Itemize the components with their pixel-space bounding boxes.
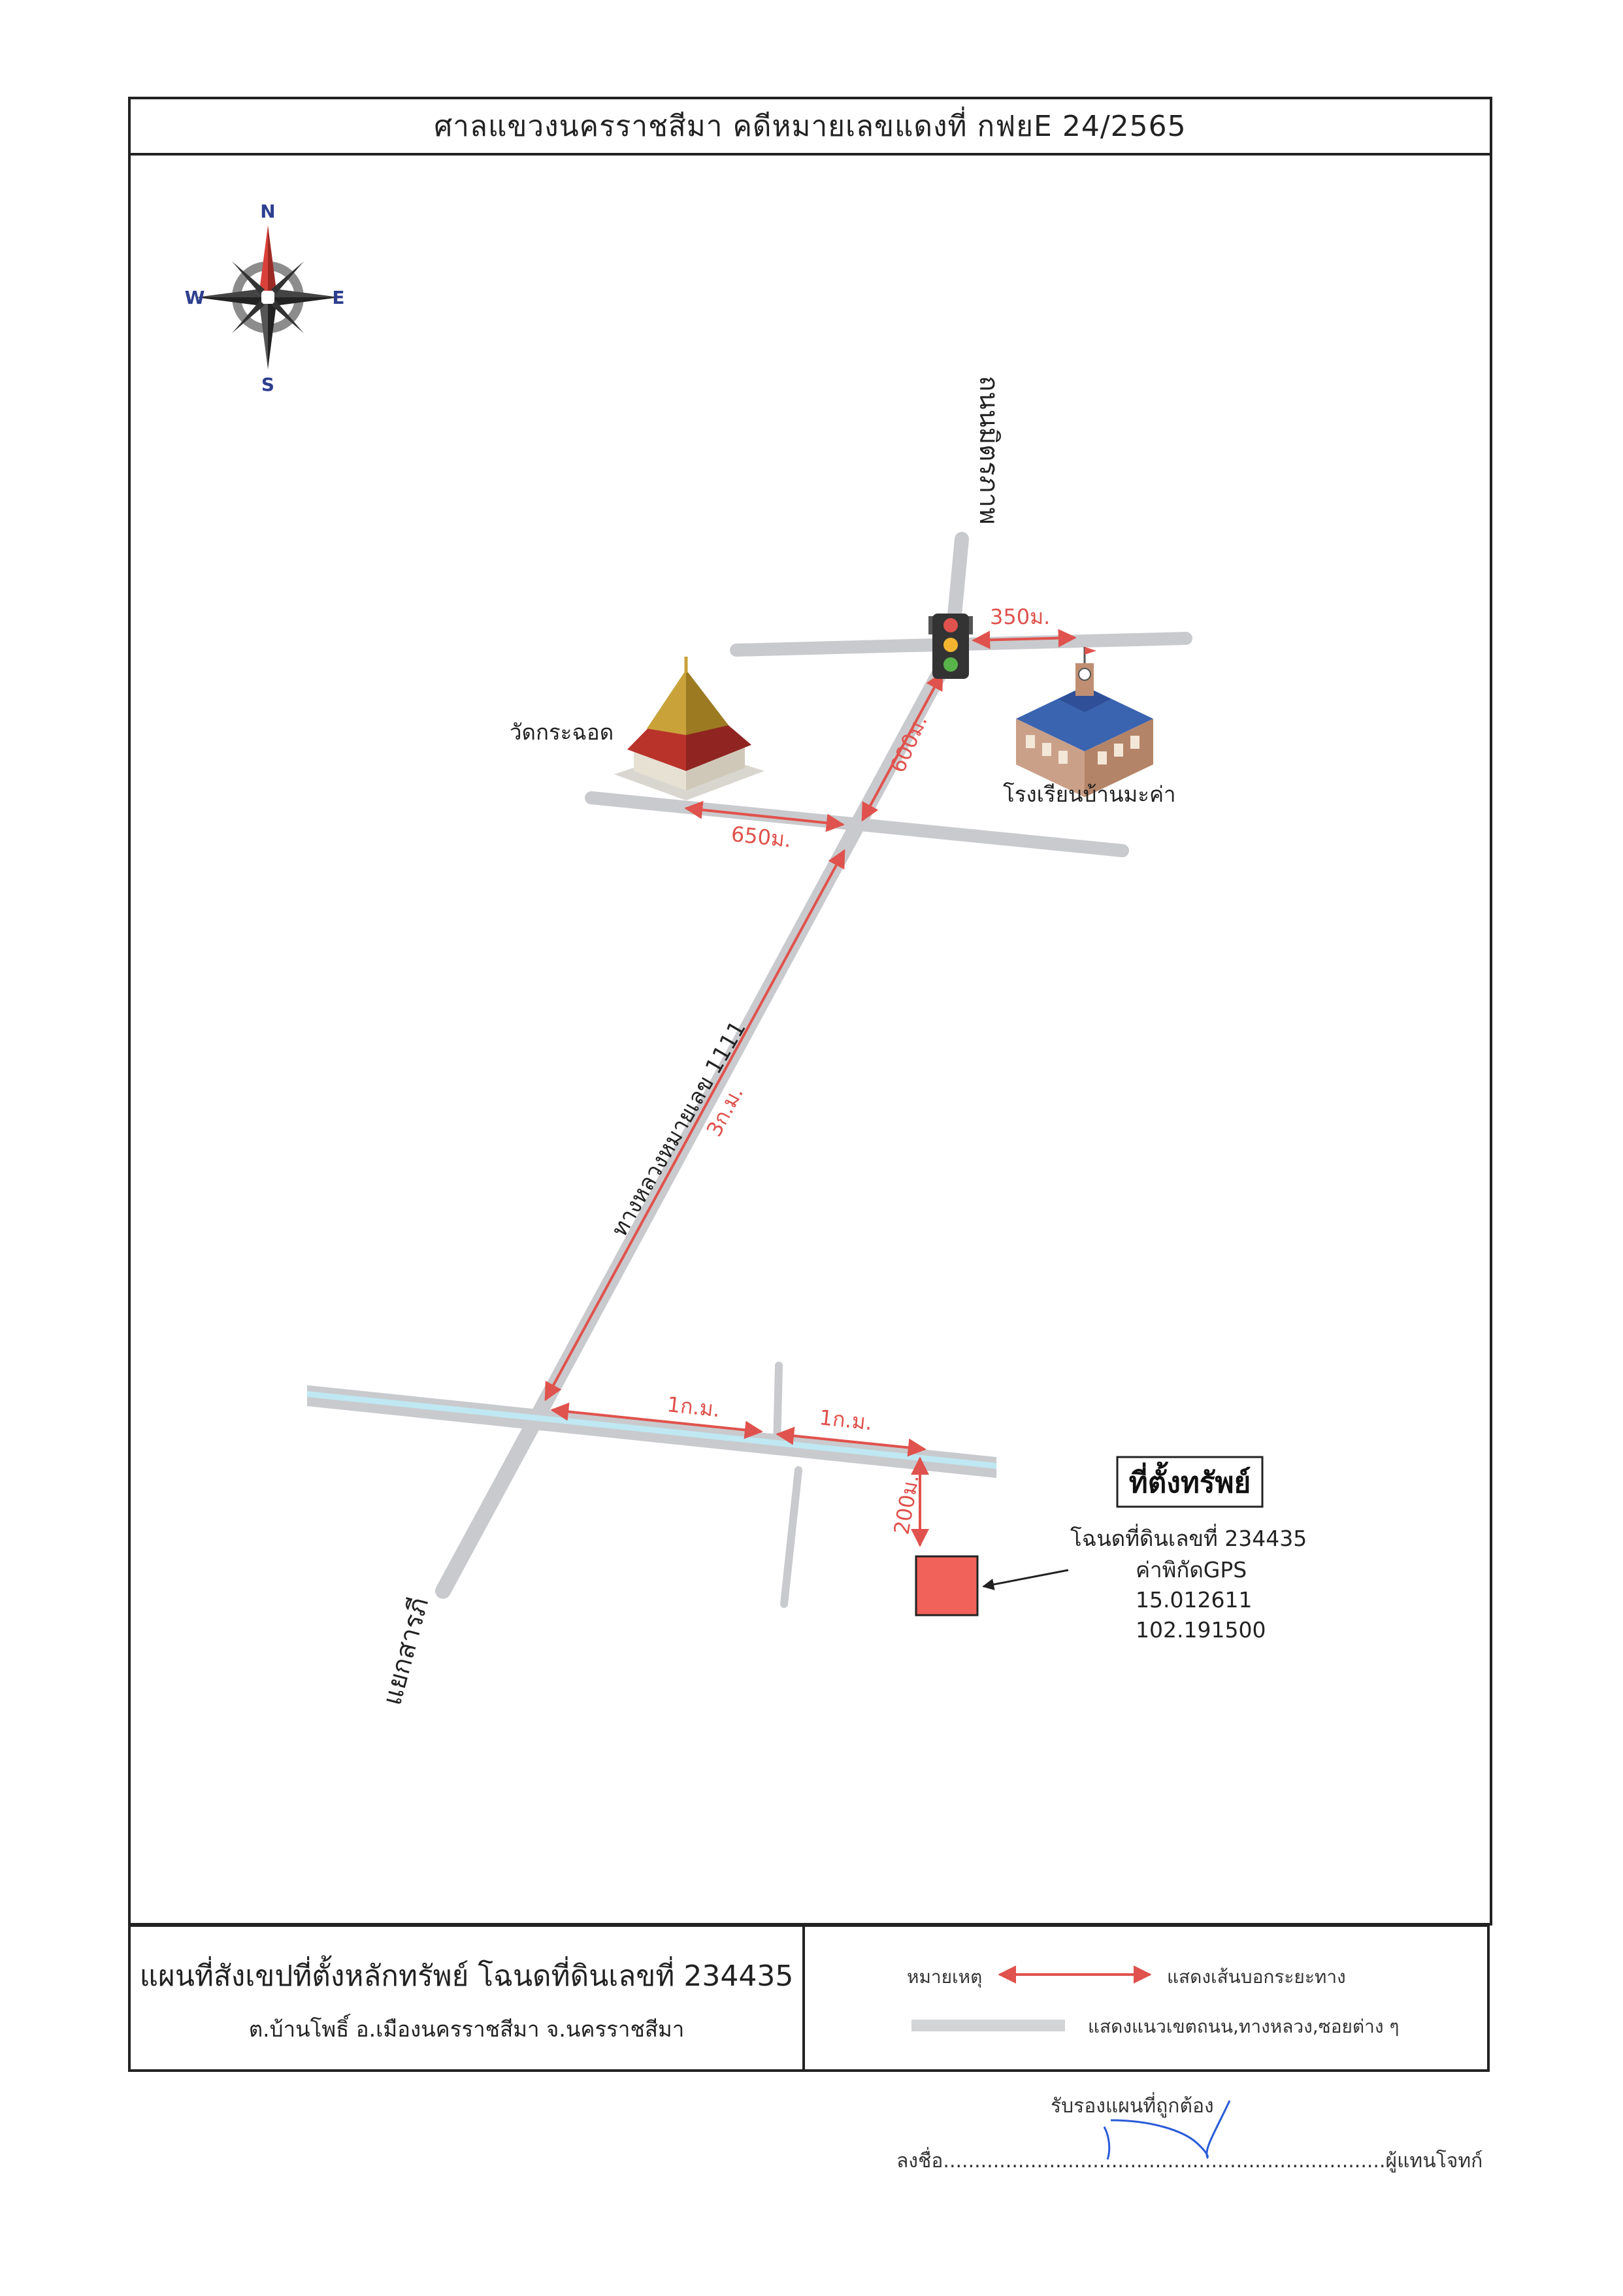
landmark-label-wat: วัดกระฉอด: [510, 719, 614, 745]
arrow-600: [861, 671, 943, 822]
certify-label: รับรองแผนที่ถูกต้อง: [1051, 2095, 1214, 2118]
temple-icon: [614, 657, 764, 800]
signature-line: ลงชื่อ..................................…: [896, 2146, 1483, 2176]
legend-road-label: แสดงแนวเขตถนน,ทางหลวง,ซอยต่าง ๆ: [1088, 2016, 1400, 2037]
distance-arrows: [544, 629, 1077, 1547]
header-title-box: ศาลแขวงนครราชสีมา คดีหมายเลขแดงที่ กฟยE …: [128, 97, 1492, 156]
property-heading: ที่ตั้งทรัพย์: [1129, 1461, 1251, 1500]
traffic-light-icon: [928, 614, 973, 679]
arrow-650: [684, 800, 845, 832]
footer-title: แผนที่สังเขปที่ตั้งหลักทรัพย์ โฉนดที่ดิน…: [139, 1960, 794, 1993]
header-title: ศาลแขวงนครราชสีมา คดีหมายเลขแดงที่ กฟยE …: [434, 110, 1187, 143]
property-pointer-arrow: [982, 1569, 1069, 1590]
signature-prefix: ลงชื่อ: [896, 2150, 943, 2173]
footer-subtitle: ต.บ้านโพธิ์ อ.เมืองนครราชสีมา จ.นครราชสี…: [248, 2016, 685, 2042]
landmark-label-school: โรงเรียนบ้านมะค่า: [1003, 781, 1176, 807]
compass-w: W: [185, 287, 205, 308]
property-gps-label: ค่าพิกัดGPS: [1136, 1557, 1247, 1583]
property-gps-lat: 15.012611: [1136, 1587, 1252, 1613]
compass-s: S: [261, 374, 274, 395]
road-label-mittraphap: ถนนมิตรภาพ: [974, 376, 1004, 525]
distance-label-350: 350ม.: [990, 604, 1050, 629]
legend-heading: หมายเหตุ: [907, 1966, 983, 1988]
road-soi-lower: [780, 1466, 802, 1608]
footer-left-box: แผนที่สังเขปที่ตั้งหลักทรัพย์ โฉนดที่ดิน…: [128, 1924, 805, 2072]
property-deed: โฉนดที่ดินเลขที่ 234435: [1070, 1524, 1307, 1551]
distance-label-1km-b: 1ก.ม.: [818, 1405, 874, 1435]
arrow-3km: [544, 849, 845, 1402]
arrow-1km-a: [550, 1402, 763, 1439]
signature-suffix: ผู้แทนโจทก์: [1385, 2150, 1483, 2173]
signature-mark: [1103, 2100, 1231, 2160]
compass-rose: N S E W: [185, 201, 345, 395]
compass-n: N: [260, 201, 275, 222]
property-gps-lon: 102.191500: [1136, 1617, 1266, 1643]
property-marker[interactable]: [915, 1555, 979, 1616]
map-frame: [128, 97, 1492, 1926]
arrow-350: [972, 629, 1077, 649]
distance-label-1km-a: 1ก.ม.: [666, 1392, 721, 1422]
compass-e: E: [332, 287, 344, 308]
arrow-1km-b: [776, 1426, 926, 1457]
signature-dots: ........................................…: [943, 2150, 1386, 2173]
school-icon: [1016, 647, 1153, 797]
legend-distance-label: แสดงเส้นบอกระยะทาง: [1167, 1966, 1346, 1988]
property-heading-box: [1116, 1456, 1264, 1508]
